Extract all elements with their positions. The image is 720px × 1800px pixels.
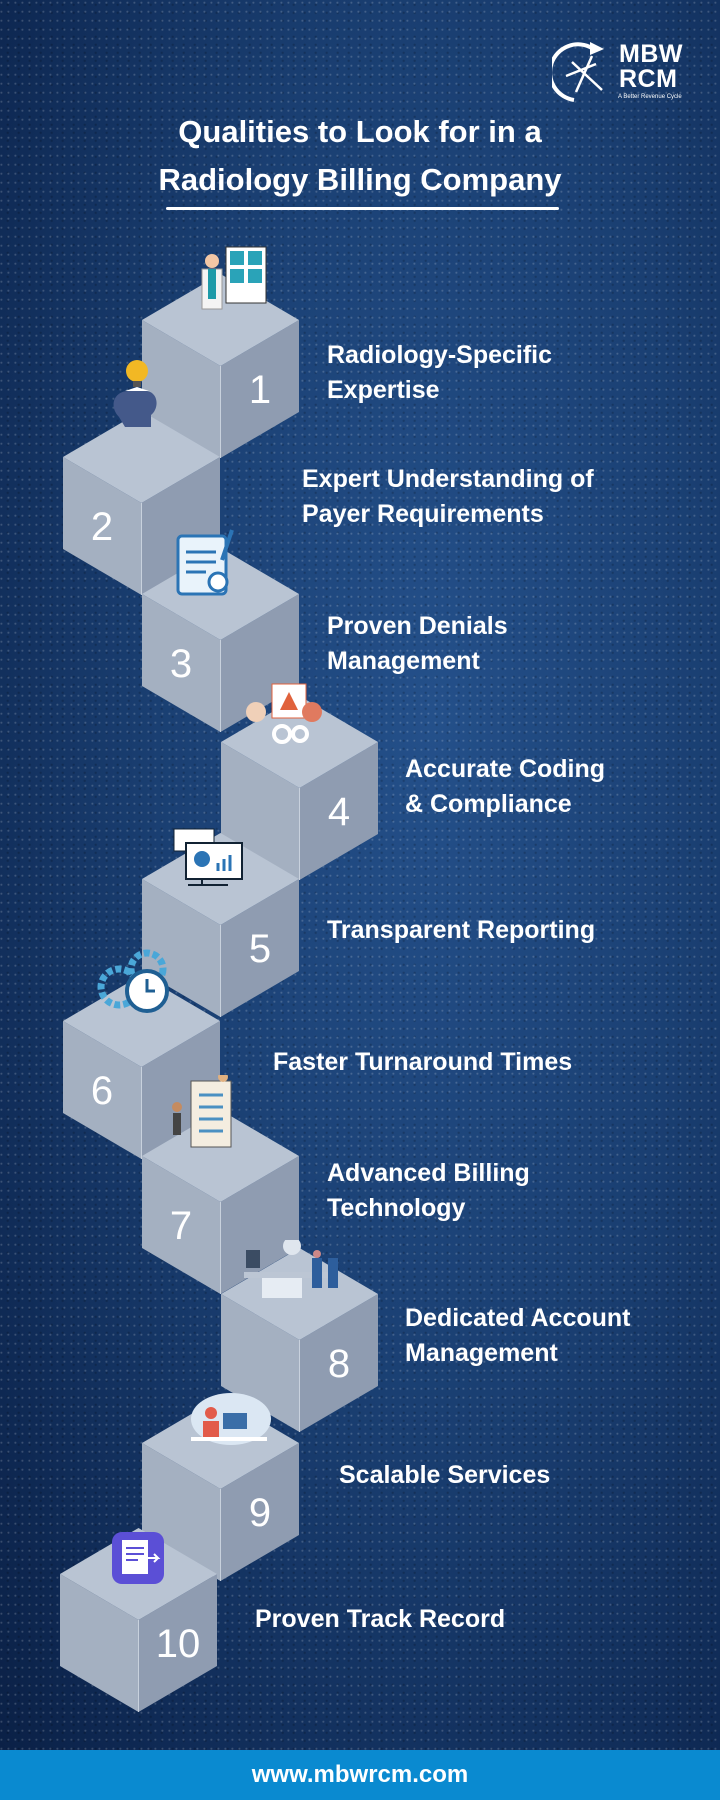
title-line2: Radiology Billing Company xyxy=(158,162,562,197)
step-label-line1: Radiology-Specific xyxy=(327,341,553,369)
step-label-line1: Transparent Reporting xyxy=(327,916,596,944)
title-line1: Qualities to Look for in a xyxy=(178,114,542,149)
step-label: Transparent Reporting xyxy=(327,913,595,948)
document-stamp-icon xyxy=(172,528,272,613)
step-label-line2: Management xyxy=(405,1339,558,1367)
laptop-worker-icon xyxy=(185,1385,285,1470)
radiologist-icon xyxy=(188,245,288,330)
step-label: Proven Track Record xyxy=(255,1602,505,1637)
step-number: 7 xyxy=(169,1204,193,1248)
logo-line2: RCM xyxy=(619,65,678,93)
cube-top-face xyxy=(63,411,220,503)
step-number: 2 xyxy=(90,505,114,549)
website-link[interactable]: www.mbwrcm.com xyxy=(251,1761,469,1788)
step-label: Faster Turnaround Times xyxy=(273,1045,572,1080)
step-number: 1 xyxy=(248,368,272,412)
report-document-icon xyxy=(110,1530,210,1615)
step-number: 6 xyxy=(90,1069,114,1113)
globe-arrow-icon xyxy=(548,42,604,102)
step-label-line1: Advanced Billing xyxy=(327,1159,530,1187)
step-number: 5 xyxy=(248,927,272,971)
step-label-line2: Technology xyxy=(327,1194,466,1222)
monitor-chart-icon xyxy=(170,825,270,910)
step-label-line1: Dedicated Account xyxy=(405,1304,631,1332)
checklist-people-icon xyxy=(165,1072,265,1160)
title-underline xyxy=(166,207,559,210)
step-label-line2: & Compliance xyxy=(405,790,572,818)
step-number: 8 xyxy=(327,1342,351,1386)
step-cube-7 xyxy=(142,1110,299,1294)
step-cube-2 xyxy=(63,411,220,595)
step-label-line1: Scalable Services xyxy=(339,1461,551,1489)
step-label: Accurate Coding & Compliance xyxy=(405,752,605,822)
logo-tagline: A Better Revenue Cycle xyxy=(618,94,682,100)
logo-line1: MBW xyxy=(619,40,683,68)
step-label-line2: Expertise xyxy=(327,376,440,404)
step-number: 9 xyxy=(248,1491,272,1535)
footer-bar: www.mbwrcm.com xyxy=(0,1750,720,1800)
step-label-line2: Payer Requirements xyxy=(302,500,544,528)
clock-gears-icon xyxy=(95,945,195,1030)
page-title: Qualities to Look for in a Radiology Bil… xyxy=(0,108,720,204)
step-label-line1: Proven Denials xyxy=(327,612,508,640)
step-label: Expert Understanding of Payer Requirement… xyxy=(302,462,594,532)
step-label-line1: Expert Understanding of xyxy=(302,465,594,493)
step-label-line1: Faster Turnaround Times xyxy=(273,1048,573,1076)
step-label-line1: Proven Track Record xyxy=(255,1605,506,1633)
step-label-line1: Accurate Coding xyxy=(405,755,606,783)
surgery-team-icon xyxy=(240,1237,340,1325)
compliance-gears-icon xyxy=(240,680,340,765)
cube-top-face xyxy=(142,1110,299,1202)
step-number: 4 xyxy=(327,790,351,834)
step-number: 10 xyxy=(155,1622,201,1666)
head-lightbulb-icon xyxy=(105,355,205,440)
step-number: 3 xyxy=(169,642,193,686)
step-label-line2: Management xyxy=(327,647,480,675)
step-label: Scalable Services xyxy=(339,1458,550,1493)
